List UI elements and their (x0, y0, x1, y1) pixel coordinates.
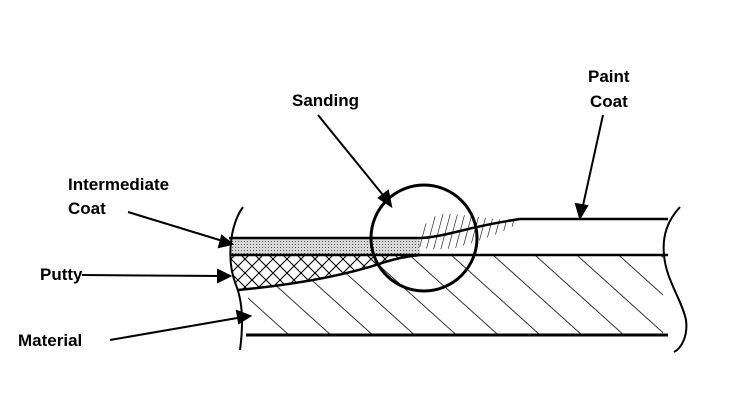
paint-coat-top-line (229, 217, 521, 240)
sanded-paint-region (415, 214, 520, 250)
label-paint-line2: Coat (590, 92, 628, 111)
label-intermediate-line2: Coat (68, 199, 106, 218)
label-intermediate-line1: Intermediate (68, 175, 169, 194)
label-paint-line1: Paint (588, 67, 630, 86)
sanding-circle (369, 183, 479, 293)
right-break-line (662, 206, 688, 353)
label-material: Material (18, 331, 82, 350)
putty-bottom-line (237, 253, 421, 292)
left-break-line (229, 206, 244, 351)
material-layer (248, 255, 663, 335)
label-sanding: Sanding (292, 91, 359, 110)
putty-layer (231, 255, 420, 290)
intermediate-coat-layer (229, 238, 420, 255)
label-putty: Putty (40, 265, 83, 284)
leader-lines (81, 114, 604, 341)
